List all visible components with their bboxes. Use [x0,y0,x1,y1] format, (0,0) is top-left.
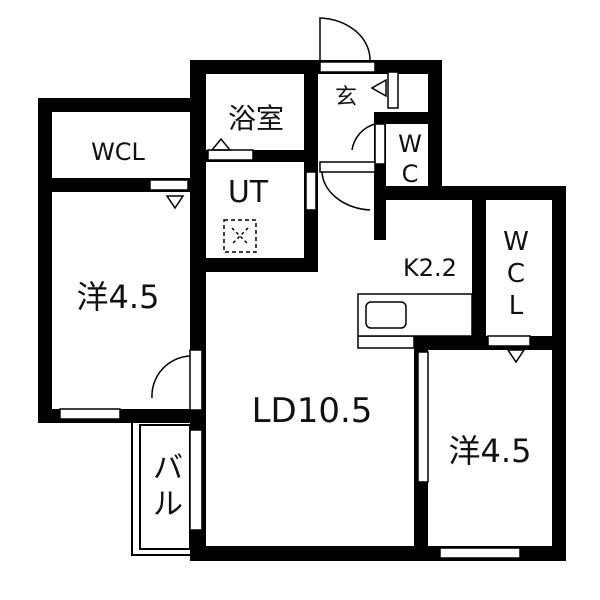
walls [38,60,566,561]
room-label-wcl-left: WCL [91,138,145,166]
room-label-wcl-right-2: C [507,259,525,289]
kitchen-counter [357,293,473,337]
door-markers [165,78,526,364]
room-label-wc-1: W [398,130,422,158]
room-label-balcony-2: ル [153,487,183,522]
room-label-wc-2: C [402,160,419,188]
room-label-western-right: 洋4.5 [449,432,532,470]
room-label-western-left: 洋4.5 [77,278,160,316]
room-label-wcl-right-1: W [503,227,529,257]
windows [59,61,531,559]
washing-machine-space [223,219,257,253]
door-swings [151,17,376,399]
room-label-bath: 浴室 [228,102,284,135]
room-label-wcl-right-3: L [509,291,524,321]
room-label-living-dining: LD10.5 [252,391,373,431]
room-label-balcony-1: バ [153,451,183,486]
room-label-utility: UT [228,175,269,210]
room-label-kitchen: K2.2 [403,254,457,282]
room-label-entrance: 玄 [335,85,357,110]
